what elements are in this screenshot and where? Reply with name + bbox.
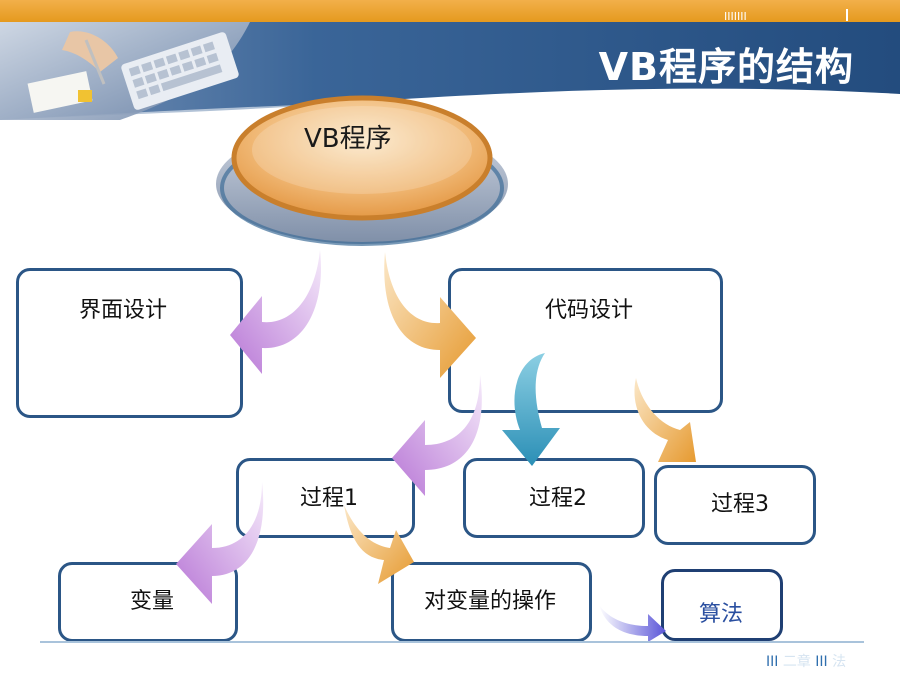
footer-bars-left: III <box>766 654 779 670</box>
top-accent-bar: IIIIIII <box>0 0 900 23</box>
arrow-ops-to-algorithm <box>599 605 666 642</box>
code-design-box <box>448 268 723 413</box>
variables-label: 变量 <box>130 589 175 614</box>
ui-design-label: 界面设计 <box>79 298 168 323</box>
variable-operations-label: 对变量的操作 <box>424 589 557 614</box>
arrow-code-to-p3 <box>634 378 696 462</box>
arrow-code-to-p2 <box>502 353 560 466</box>
procedure3-box <box>654 465 816 545</box>
arrow-code-to-p1 <box>392 375 482 496</box>
bottom-divider <box>40 641 864 643</box>
arrow-p1-to-vars <box>176 482 264 604</box>
footer-bars-right: III <box>815 654 828 670</box>
procedure1-label: 过程1 <box>300 486 358 511</box>
arrow-vb-to-ui <box>230 250 322 374</box>
vb-program-ellipse <box>216 95 508 246</box>
footer-chapter-text: 二章 <box>782 654 811 670</box>
code-design-label: 代码设计 <box>545 298 634 323</box>
footer-end-text: 法 <box>832 654 847 670</box>
algorithm-label: 算法 <box>699 602 744 627</box>
keyboard-photo-decoration <box>0 22 250 120</box>
procedure2-box <box>463 458 645 538</box>
slide-title: VB程序的结构 <box>598 45 854 89</box>
top-bar-tick-mark <box>846 9 848 21</box>
procedure2-label: 过程2 <box>529 486 587 511</box>
ui-design-box <box>16 268 243 418</box>
arrow-vb-to-code <box>384 252 476 378</box>
variable-operations-box <box>391 562 592 642</box>
top-bar-ticks: IIIIIII <box>724 10 747 23</box>
procedure3-label: 过程3 <box>711 492 769 517</box>
footer: III 二章 III 法 <box>766 651 846 671</box>
procedure1-box <box>236 458 415 538</box>
arrow-p1-to-ops <box>344 505 414 584</box>
vb-program-label: VB程序 <box>304 124 392 154</box>
algorithm-box <box>661 569 783 641</box>
